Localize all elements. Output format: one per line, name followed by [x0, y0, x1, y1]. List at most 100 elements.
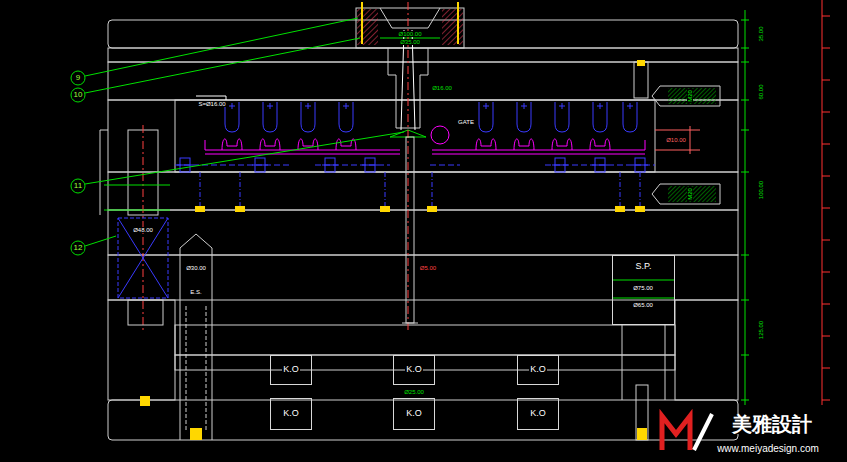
core-screws: [322, 158, 338, 172]
core-screws: [177, 158, 193, 172]
guide-bushing: [118, 218, 168, 298]
mold-plates: [100, 130, 108, 131]
early-return-pin: [180, 234, 212, 440]
core-screws: [632, 158, 648, 172]
mold-plates: [175, 325, 675, 355]
guide-bushing: [118, 218, 168, 325]
core-screws: [362, 158, 378, 172]
dimension: Ø75.00: [632, 285, 654, 291]
return-bolts: [668, 88, 716, 104]
cavity-ribs: [593, 102, 607, 132]
part-label: K.O: [405, 365, 423, 375]
callout-leaders: [85, 236, 116, 246]
dimension-lines: [196, 10, 749, 405]
return-bolts: [655, 126, 700, 154]
part-label: K.O: [405, 409, 423, 419]
dimension: Ø100.00: [397, 31, 422, 37]
knockout-hole: K.O: [517, 398, 559, 430]
molded-part: [514, 139, 534, 150]
mold-plates: [108, 48, 738, 62]
core-screws: [235, 206, 245, 212]
guide-bushing: [128, 300, 163, 325]
dimension: 100.00: [758, 180, 764, 200]
callout-number: 10: [73, 91, 84, 99]
part-label: K.O: [529, 365, 547, 375]
molded-part: [205, 126, 645, 154]
core-screws: [427, 206, 437, 212]
guide-pin: [104, 125, 170, 330]
core-screws: [380, 206, 390, 212]
core-screws: [175, 158, 655, 212]
watermark-logo: [662, 416, 690, 450]
callout-number: 9: [75, 74, 81, 82]
cavity-ribs: [225, 102, 239, 132]
dimension: 125.00: [758, 320, 764, 340]
mold-plates: [108, 255, 738, 300]
locating-ring: [457, 2, 459, 44]
locating-ring: [356, 2, 464, 48]
core-screws: [195, 206, 205, 212]
core-screws: [592, 158, 608, 172]
dimension-lines: [196, 96, 226, 100]
locating-ring: [380, 8, 440, 28]
knockout-hole: K.O: [393, 398, 435, 430]
ruler: [822, 16, 830, 400]
molded-part: [222, 139, 242, 150]
callout-leaders: [85, 38, 360, 93]
guide-pin: [104, 185, 170, 210]
mold-plates: [175, 355, 675, 370]
molded-part: [476, 139, 496, 150]
thread-size: M20: [687, 89, 693, 103]
dimension: Ø30.00: [185, 265, 207, 271]
knockout-hole: K.O: [270, 398, 312, 430]
mold-plates: [175, 100, 655, 172]
mold-plates: [108, 400, 738, 440]
watermark-logo: [662, 414, 712, 450]
dimension: Ø48.00: [132, 227, 154, 233]
dimension: 60.00: [758, 83, 764, 100]
core-screws: [175, 165, 655, 166]
molded-part: [590, 139, 610, 150]
ruler: [822, 0, 823, 405]
mold-plates: [665, 325, 666, 400]
mold-plates: [108, 300, 175, 400]
mold-plates: [675, 300, 738, 400]
mold-plates: [108, 210, 738, 255]
mold-plates: [108, 100, 738, 172]
callout-leaders: [85, 132, 404, 184]
callout-leaders: [71, 241, 85, 255]
cavity-ribs: [555, 102, 569, 132]
watermark-logo: [694, 414, 712, 450]
cavity-ribs: [225, 102, 637, 132]
knockout-hole: K.O: [517, 355, 559, 385]
callout-number: 12: [73, 244, 84, 252]
early-return-pin: [186, 306, 206, 430]
dimension: Ø35.00: [399, 39, 421, 45]
callout-leaders: [71, 71, 85, 85]
part-label: S.P.: [635, 262, 653, 272]
cavity-ribs: [263, 102, 277, 132]
mold-plates: [622, 325, 623, 400]
watermark: 美雅設計: [731, 414, 813, 434]
core-screws: [195, 206, 645, 212]
mold-plates: [108, 62, 738, 100]
locating-ring: [442, 9, 463, 45]
core-screws: [252, 158, 268, 172]
dimension: Ø5.00: [419, 265, 437, 271]
core-screws: [552, 158, 568, 172]
early-return-pin: [140, 234, 212, 440]
dimension: Ø16.00: [431, 85, 453, 91]
guide-bushing: [118, 218, 168, 298]
return-bolts: [636, 385, 648, 440]
knockout-hole: K.O: [393, 355, 435, 385]
mold-plates: [100, 130, 101, 215]
early-return-pin: [190, 428, 202, 440]
return-bolts: [634, 60, 720, 440]
cavity-ribs: [301, 102, 315, 132]
locating-ring: [357, 9, 378, 45]
sprue-bushing: [408, 2, 409, 330]
dimension: S=Ø16.00: [197, 101, 226, 107]
sprue-puller-pin: [402, 323, 418, 324]
